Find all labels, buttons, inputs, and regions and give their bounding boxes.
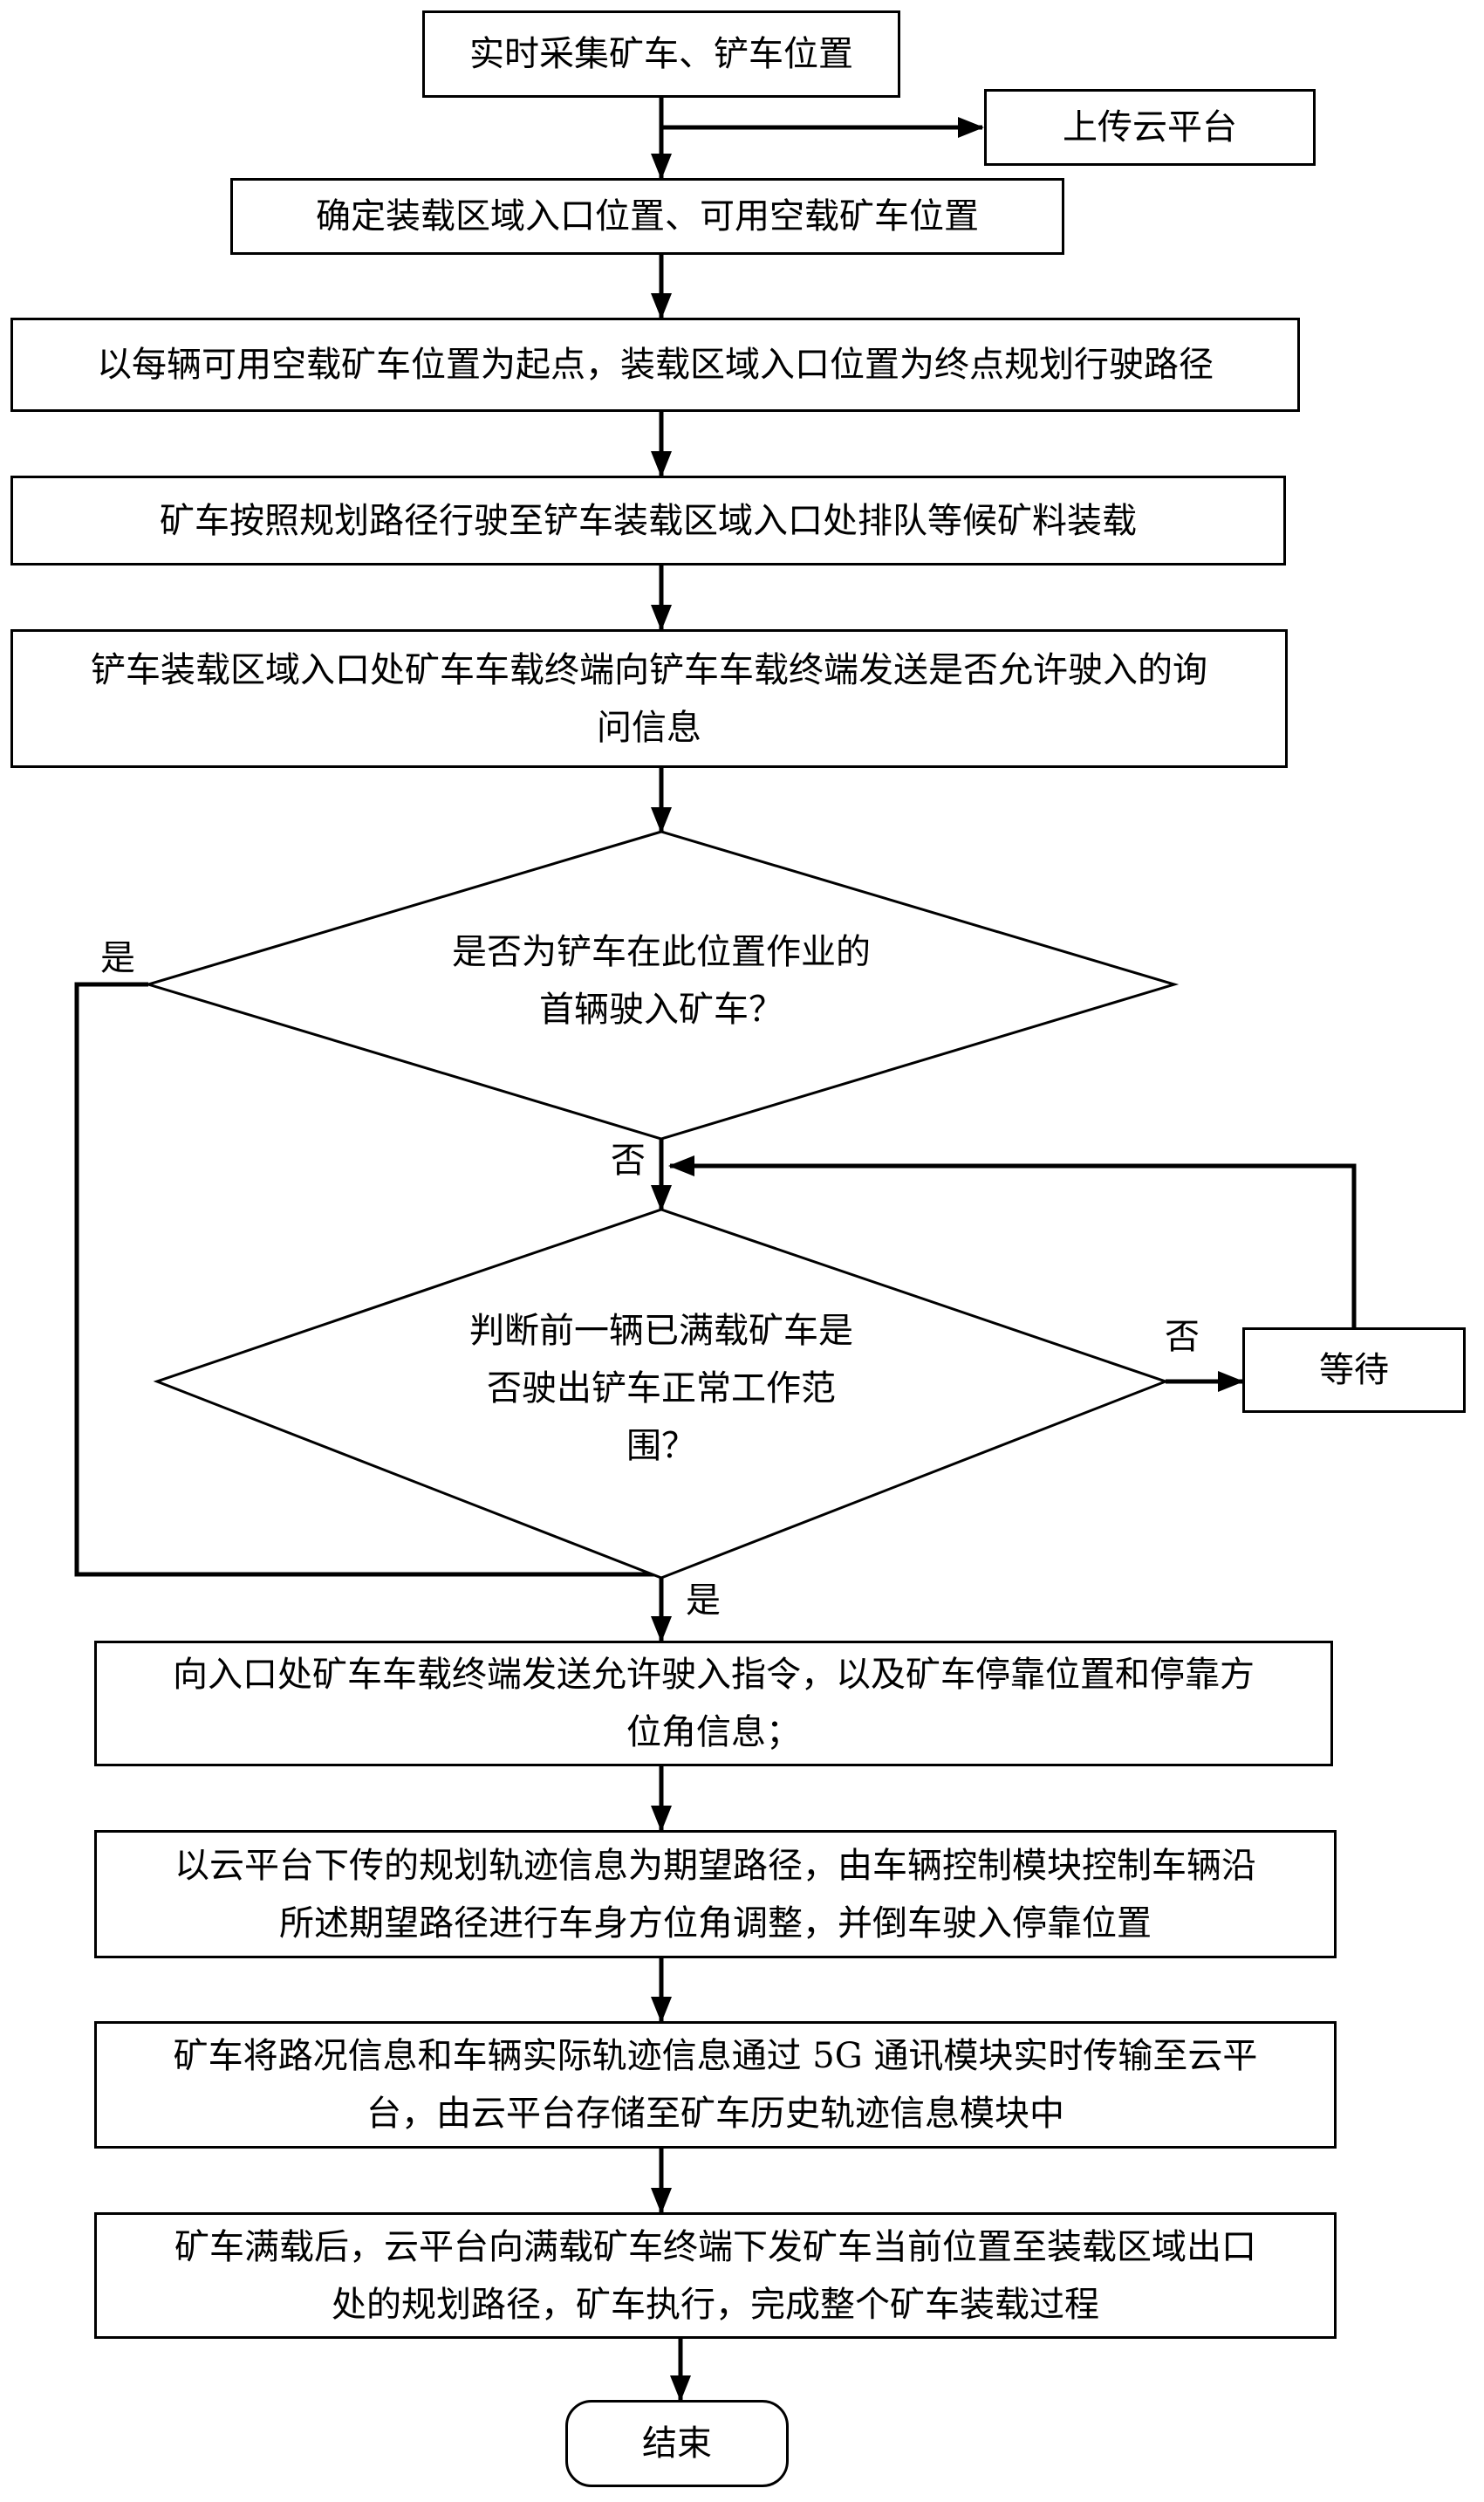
determine-positions-box: 确定装载区域入口位置、可用空载矿车位置	[230, 178, 1064, 255]
wait-text: 等待	[1319, 1350, 1389, 1390]
wait-loop-line	[668, 1155, 1357, 1327]
determine-positions-text: 确定装载区域入口位置、可用空载矿车位置	[316, 196, 979, 236]
inquiry-text-line-2: 问信息	[597, 707, 701, 748]
permit-entry-text-line-1: 向入口处矿车车载终端发送允许驶入指令，以及矿车停靠位置和停靠方	[173, 1655, 1255, 1695]
no-label-decision1: 否	[611, 1141, 646, 1181]
upload-cloud-text: 上传云平台	[1063, 107, 1237, 147]
finish-loading-box: 矿车满载后，云平台向满载矿车终端下发矿车当前位置至装载区域出口 处的规划路径，矿…	[94, 2212, 1337, 2339]
decision2-text-line-3: 围？	[626, 1426, 696, 1466]
collect-positions-text: 实时采集矿车、铲车位置	[469, 34, 853, 74]
transmit-5g-box: 矿车将路况信息和车辆实际轨迹信息通过 5G 通讯模块实时传输至云平 台，由云平台…	[94, 2021, 1337, 2149]
finish-loading-text-line-1: 矿车满载后，云平台向满载矿车终端下发矿车当前位置至装载区域出口	[174, 2226, 1256, 2267]
yes-label-left: 是	[100, 938, 135, 978]
adjust-reverse-text-line-1: 以云平台下传的规划轨迹信息为期望路径，由车辆控制模块控制车辆沿	[174, 1845, 1256, 1886]
decision1-shape	[143, 830, 1180, 1141]
adjust-reverse-text-line-2: 所述期望路径进行车身方位角调整，并倒车驶入停靠位置	[279, 1902, 1152, 1943]
collect-positions-box: 实时采集矿车、铲车位置	[422, 10, 900, 98]
wait-box: 等待	[1242, 1327, 1466, 1413]
yes-label-bottom: 是	[686, 1580, 721, 1621]
plan-route-text: 以每辆可用空载矿车位置为起点，装载区域入口位置为终点规划行驶路径	[97, 345, 1214, 385]
permit-entry-box: 向入口处矿车车载终端发送允许驶入指令，以及矿车停靠位置和停靠方 位角信息；	[94, 1641, 1333, 1766]
transmit-5g-text-line-1: 矿车将路况信息和车辆实际轨迹信息通过 5G 通讯模块实时传输至云平	[173, 2036, 1258, 2076]
inquiry-text-line-1: 铲车装载区域入口处矿车车载终端向铲车车载终端发送是否允许驶入的询	[91, 649, 1207, 690]
transmit-5g-text-line-2: 台，由云平台存储至矿车历史轨迹信息模块中	[366, 2094, 1064, 2134]
no-label-decision2: 否	[1165, 1317, 1200, 1357]
decision2-text-line-2: 否驶出铲车正常工作范	[487, 1368, 836, 1409]
decision2-shape	[153, 1208, 1170, 1580]
inquiry-box: 铲车装载区域入口处矿车车载终端向铲车车载终端发送是否允许驶入的询 问信息	[10, 629, 1288, 768]
queue-wait-box: 矿车按照规划路径行驶至铲车装载区域入口处排队等候矿料装载	[10, 476, 1286, 566]
decision1-text-line-2: 首辆驶入矿车？	[539, 990, 783, 1030]
end-terminal: 结束	[565, 2400, 789, 2487]
end-text: 结束	[642, 2423, 712, 2464]
plan-route-box: 以每辆可用空载矿车位置为起点，装载区域入口位置为终点规划行驶路径	[10, 318, 1300, 412]
adjust-reverse-box: 以云平台下传的规划轨迹信息为期望路径，由车辆控制模块控制车辆沿 所述期望路径进行…	[94, 1830, 1337, 1958]
decision2-text: 判断前一辆已满载矿车是 否驶出铲车正常工作范 围？	[312, 1302, 1010, 1475]
permit-entry-text-line-2: 位角信息；	[626, 1712, 801, 1752]
finish-loading-text-line-2: 处的规划路径，矿车执行，完成整个矿车装载过程	[332, 2284, 1099, 2325]
decision2-text-line-1: 判断前一辆已满载矿车是	[469, 1311, 853, 1351]
yes-branch-line	[74, 982, 661, 1577]
upload-cloud-box: 上传云平台	[984, 89, 1316, 166]
queue-wait-text: 矿车按照规划路径行驶至铲车装载区域入口处排队等候矿料装载	[160, 500, 1137, 541]
decision1-text-line-1: 是否为铲车在此位置作业的	[452, 932, 871, 972]
decision1-text: 是否为铲车在此位置作业的 首辆驶入矿车？	[312, 923, 1010, 1039]
